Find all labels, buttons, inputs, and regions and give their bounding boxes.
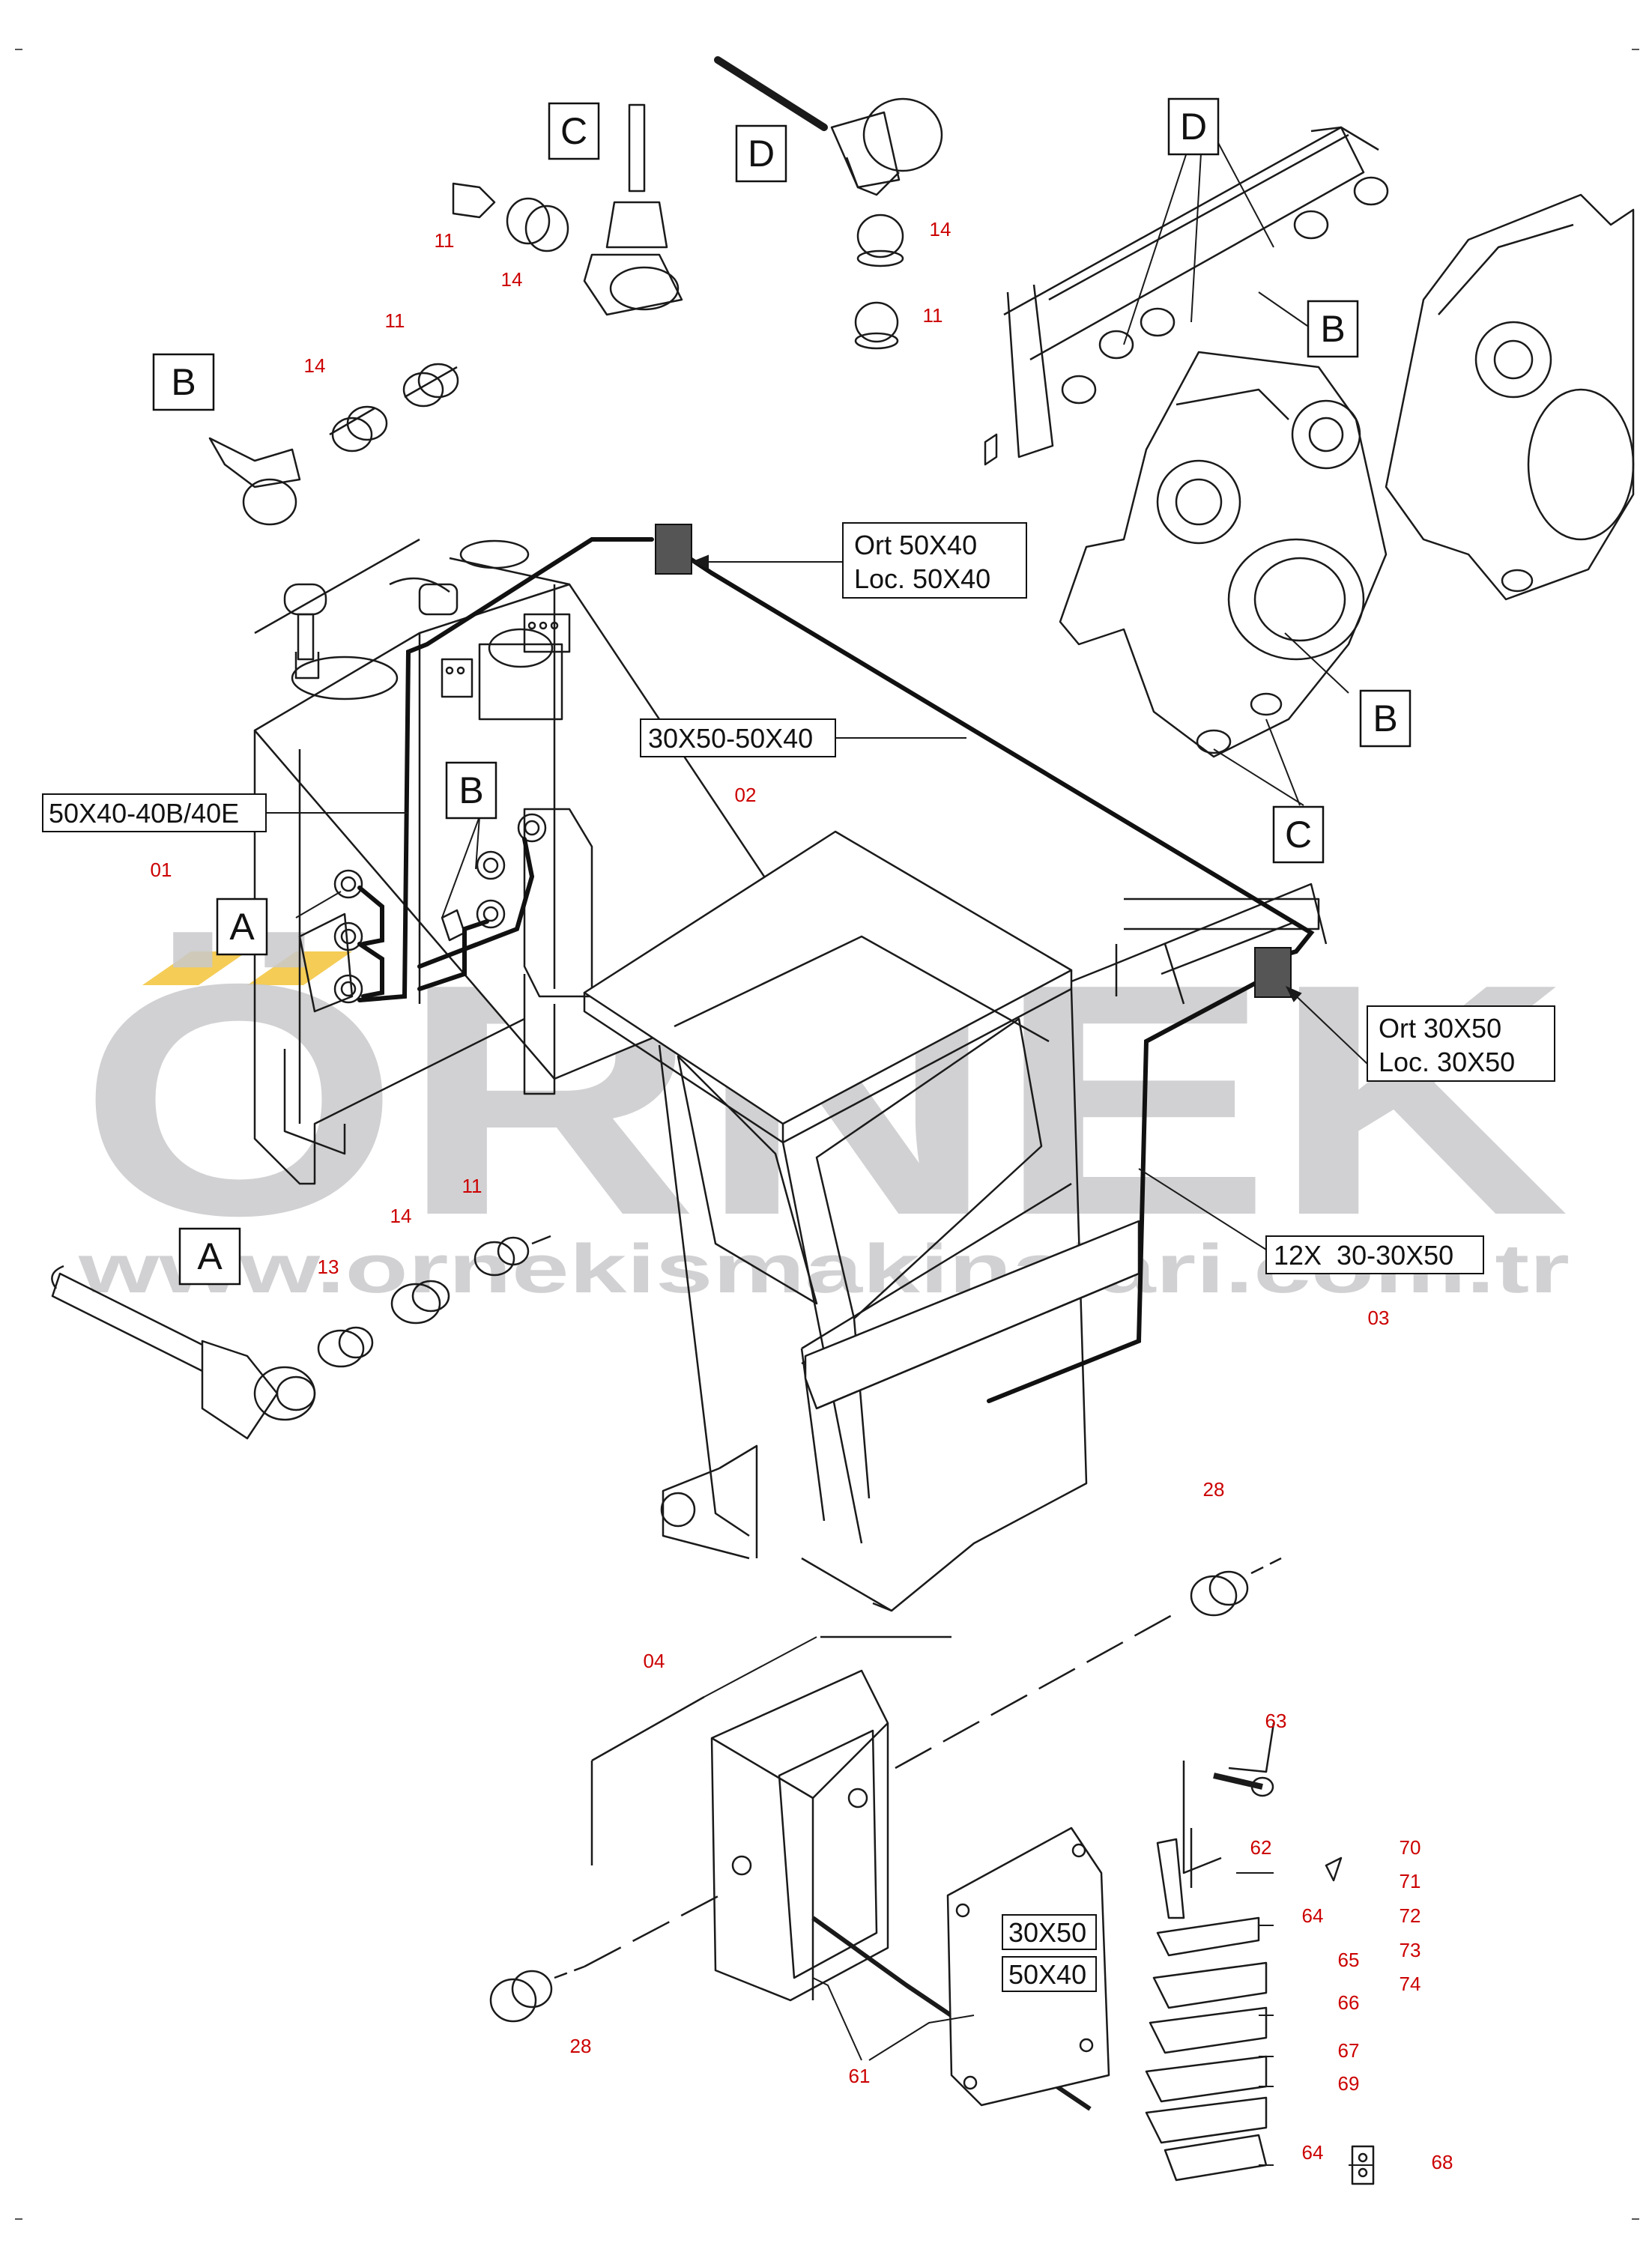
part-number-11-a: 11: [462, 1175, 482, 1197]
cable-50x40-40b-box: [42, 793, 267, 832]
part-number-11-b: 11: [385, 309, 405, 332]
leader-lines: [266, 127, 1373, 2166]
part-number-28-bottom: 28: [570, 2035, 592, 2057]
gland-28-top: [1190, 1557, 1282, 1617]
part-number-02: 02: [735, 784, 757, 806]
view-box-d-right: [1167, 97, 1220, 156]
cable-30x50-50x40-label: 30X50-50X40: [648, 723, 813, 754]
cable-loop-a2: [357, 942, 384, 999]
connector-group-c-top: [452, 103, 683, 316]
part-number-04: 04: [644, 1650, 665, 1672]
connector-block-30x50: [1254, 947, 1292, 998]
connector-block-50x40: [655, 524, 692, 575]
connector-group-d-top: [714, 56, 943, 350]
watermark-accent-left: [142, 951, 247, 985]
heater-element: [51, 1235, 551, 1440]
cable-tank-branch-2: [417, 837, 535, 969]
box-label-50x40-text: 50X40: [1008, 1959, 1086, 1990]
part-number-62: 62: [1250, 1836, 1272, 1859]
view-letter-b-tank: B: [459, 769, 483, 811]
part-number-14-d: 14: [930, 218, 951, 240]
part-number-74: 74: [1400, 1973, 1421, 1995]
view-letter-b-right-top: B: [1320, 308, 1345, 350]
cable-label-boxes: Ort 50X40 Loc. 50X40 30X50-50X40 50X40-4…: [42, 522, 1555, 1992]
view-box-a-heater: [178, 1227, 241, 1286]
view-letter-d-top: D: [748, 133, 775, 175]
line-art: [51, 56, 1635, 2185]
ort-50x40-box: [842, 522, 1027, 599]
part-number-69: 69: [1338, 2072, 1360, 2095]
view-box-b-right-top: [1307, 300, 1359, 358]
box-label-30x50-text: 30X50: [1008, 1917, 1086, 1948]
leader-dashes: [584, 1609, 1181, 1968]
part-number-61: 61: [849, 2065, 871, 2087]
view-box-c-top: [548, 102, 600, 160]
part-number-03: 03: [1368, 1307, 1390, 1329]
view-letter-b-right-mid: B: [1373, 697, 1397, 739]
view-letter-a-tank: A: [229, 906, 255, 948]
view-letter-d-right: D: [1180, 106, 1207, 148]
view-letter-c-right: C: [1285, 814, 1312, 856]
cable-30x50-50x40-box: [640, 718, 836, 757]
corner-marks: [15, 49, 1639, 2220]
part-number-13-a: 13: [318, 1256, 339, 1278]
part-number-66: 66: [1338, 1991, 1360, 2014]
view-box-a-tank: [216, 898, 268, 956]
ort-30x50-box: [1367, 1005, 1555, 1082]
connector-group-b-top: [208, 363, 459, 526]
gland-28-bottom: [489, 1965, 585, 2023]
part-number-63: 63: [1265, 1710, 1287, 1732]
view-letter-c-top: C: [560, 110, 587, 152]
cable-12x-label: 12X 30-30X50: [1274, 1240, 1453, 1271]
view-box-c-right: [1272, 805, 1325, 864]
cabinet: [583, 830, 1328, 1612]
part-number-11-c: 11: [435, 229, 455, 252]
junction-box: [590, 1635, 1092, 2111]
view-letter-b-topleft: B: [171, 361, 196, 403]
ort-50x40-line2: Loc. 50X40: [854, 563, 990, 594]
view-letters: C D D B B B C B A A: [152, 97, 1412, 1286]
part-number-72: 72: [1400, 1904, 1421, 1927]
cable-loop-a: [357, 886, 384, 946]
part-number-64-bottom: 64: [1302, 2141, 1324, 2164]
view-box-b-tank: [445, 761, 497, 820]
part-number-64-top: 64: [1302, 1904, 1324, 1927]
part-number-67: 67: [1338, 2039, 1360, 2062]
part-number-65: 65: [1338, 1949, 1360, 1971]
part-number-70: 70: [1400, 1836, 1421, 1859]
ort-50x40-line1: Ort 50X40: [854, 530, 977, 560]
part-number-14-b: 14: [304, 354, 326, 377]
box-label-30x50: [1002, 1914, 1097, 1950]
part-number-11-d: 11: [923, 304, 943, 327]
part-number-14-a: 14: [390, 1205, 412, 1227]
part-number-71: 71: [1400, 1870, 1421, 1892]
box-label-50x40: [1002, 1956, 1097, 1992]
ort-30x50-line1: Ort 30X50: [1379, 1013, 1501, 1044]
part-number-68: 68: [1432, 2151, 1453, 2173]
ort-30x50-line2: Loc. 30X50: [1379, 1047, 1515, 1077]
part-number-14-c: 14: [501, 268, 523, 291]
view-box-d-top: [735, 124, 787, 183]
view-box-b-right-mid: [1359, 689, 1412, 748]
cable-50x40-40b-label: 50X40-40B/40E: [49, 798, 239, 829]
gearbox-housing-2: [1385, 193, 1635, 601]
cable-tank-run: [357, 537, 654, 1002]
cable-right-run: [987, 979, 1261, 1403]
part-number-28-top: 28: [1203, 1478, 1225, 1501]
view-letter-a-heater: A: [197, 1235, 223, 1277]
part-number-73: 73: [1400, 1939, 1421, 1961]
gearbox-rail: [984, 126, 1389, 466]
part-number-01: 01: [151, 859, 172, 881]
gearbox-housing-1: [1059, 351, 1388, 758]
cable-12x-box: [1265, 1235, 1484, 1274]
part-numbers: 01 02 03 04 11 14 14 11 14 11 14 11 13 2…: [151, 218, 1453, 2173]
view-box-b-topleft: [152, 353, 215, 411]
